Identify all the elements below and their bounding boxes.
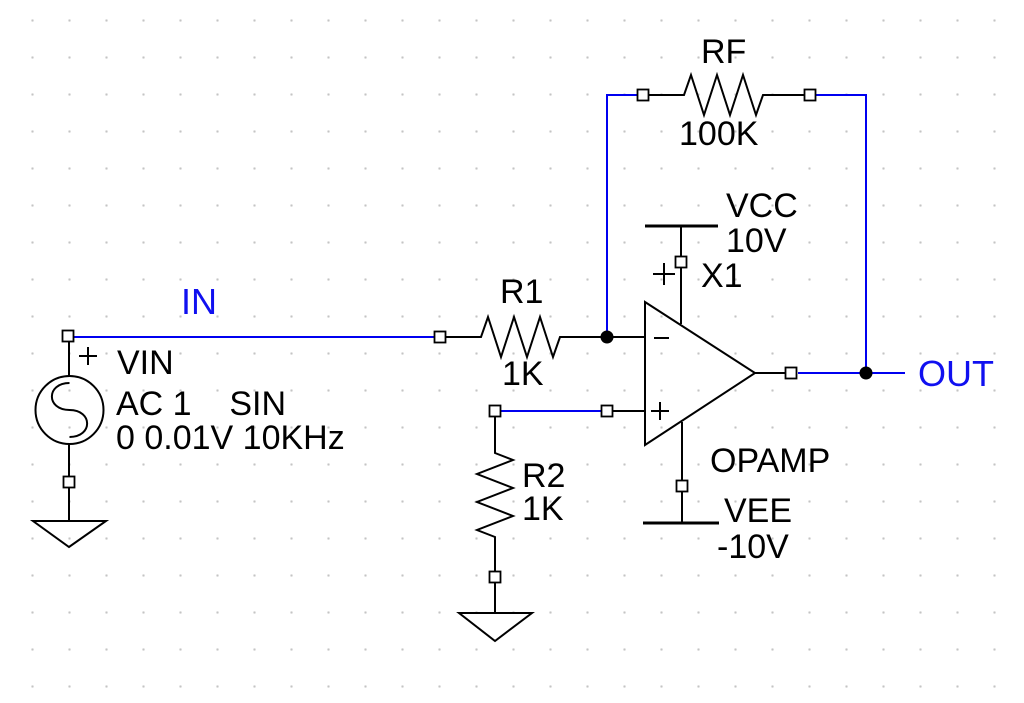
vee-rail-symbol[interactable] (643, 422, 719, 525)
rf-value-label[interactable]: 100K (679, 115, 759, 153)
junction-dot-inverting (600, 330, 614, 344)
r1-name-label[interactable]: R1 (500, 273, 544, 311)
vee-value-label[interactable]: -10V (717, 528, 789, 566)
terminal-vin-bottom[interactable] (62, 475, 76, 489)
r2-name-label[interactable]: R2 (522, 457, 566, 495)
r2-resistor-symbol[interactable] (474, 416, 516, 613)
terminal-vcc-pin[interactable] (674, 255, 688, 269)
terminal-vin-top[interactable] (61, 329, 75, 343)
ground-triangle-icon (456, 612, 535, 643)
vin-plus-icon (79, 347, 97, 365)
ground-symbol-vin[interactable] (29, 520, 110, 549)
vin-name-label[interactable]: VIN (117, 344, 174, 382)
terminal-r2-top[interactable] (488, 404, 502, 418)
vee-name-label[interactable]: VEE (724, 492, 793, 530)
vin-spec2-label[interactable]: 0 0.01V 10KHz (116, 419, 345, 457)
vcc-name-label[interactable]: VCC (726, 187, 798, 225)
feedback-right-segment (816, 94, 867, 373)
vcc-value-label[interactable]: 10V (726, 222, 787, 260)
terminal-r1-left[interactable] (433, 330, 447, 344)
vin-source-symbol[interactable] (34, 342, 105, 520)
terminal-vee-pin[interactable] (675, 479, 689, 493)
opamp-model-label[interactable]: OPAMP (710, 442, 831, 480)
ground-triangle-icon (29, 520, 110, 549)
terminal-rf-left[interactable] (636, 88, 650, 102)
r1-value-label[interactable]: 1K (502, 355, 544, 393)
vin-spec1-label[interactable]: AC 1 SIN (116, 385, 287, 423)
noninverting-input-plus-icon (651, 402, 669, 420)
opamp-symbol[interactable] (613, 263, 786, 447)
terminal-opamp-output[interactable] (784, 366, 798, 380)
net-label-in[interactable]: IN (181, 281, 217, 322)
terminal-r2-bottom[interactable] (488, 570, 502, 584)
positive-supply-plus-icon (653, 263, 675, 285)
net-label-out[interactable]: OUT (918, 353, 994, 394)
opamp-triangle (644, 300, 757, 447)
vcc-rail-symbol[interactable] (645, 224, 718, 324)
rf-name-label[interactable]: RF (701, 33, 747, 71)
ground-symbol-r2[interactable] (456, 612, 535, 643)
wire-feedback-right[interactable] (816, 94, 867, 373)
wire-feedback-left[interactable] (606, 94, 637, 337)
opamp-designator-label[interactable]: X1 (701, 257, 743, 295)
feedback-left-segment (606, 94, 637, 337)
rf-zigzag (648, 71, 805, 119)
r2-zigzag (474, 416, 516, 572)
r1-zigzag (445, 313, 645, 361)
terminal-rf-right[interactable] (803, 88, 817, 102)
sine-wave-icon (51, 382, 88, 438)
r1-resistor-symbol[interactable] (445, 313, 645, 361)
terminal-noninverting-input[interactable] (600, 404, 614, 418)
r2-value-label[interactable]: 1K (522, 490, 564, 528)
junction-dot-output (859, 366, 873, 380)
rf-resistor-symbol[interactable] (648, 71, 805, 119)
